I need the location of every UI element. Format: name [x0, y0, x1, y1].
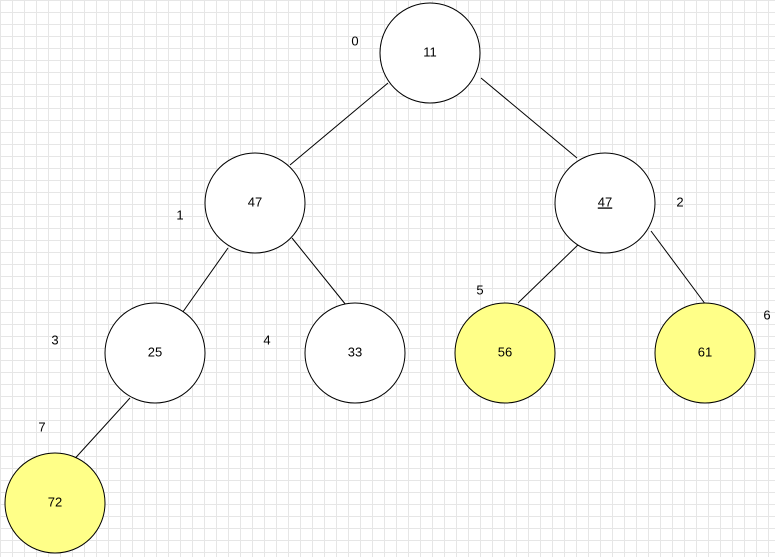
node-index-label: 0 — [351, 33, 358, 48]
node-index-label: 4 — [263, 332, 270, 347]
tree-node: 47 2 — [554, 152, 684, 254]
tree-node: 11 0 — [351, 2, 481, 104]
tree-node: 56 5 — [454, 282, 556, 404]
tree-node: 33 4 — [263, 302, 406, 404]
node-circle — [4, 452, 106, 554]
node-value: 72 — [48, 494, 62, 509]
tree-node: 47 1 — [176, 152, 306, 254]
node-index-label: 7 — [38, 419, 45, 434]
edge-2-6 — [650, 230, 707, 306]
node-index-label: 6 — [763, 307, 770, 322]
node-value: 11 — [423, 44, 437, 59]
node-circle — [304, 302, 406, 404]
node-value: 47 — [598, 194, 612, 209]
node-value: 47 — [248, 194, 262, 209]
node-circle — [454, 302, 556, 404]
edge-1-3 — [179, 247, 229, 317]
node-value: 61 — [698, 344, 712, 359]
edge-3-7 — [68, 397, 131, 466]
tree-node: 72 7 — [4, 419, 106, 554]
edge-0-1 — [289, 82, 389, 166]
node-circle — [204, 152, 306, 254]
node-index-label: 5 — [476, 282, 483, 297]
node-index-label: 1 — [176, 207, 183, 222]
node-circle — [379, 2, 481, 104]
tree-node: 61 6 — [654, 302, 771, 404]
node-index-label: 2 — [676, 194, 683, 209]
node-circle — [554, 152, 656, 254]
edge-1-4 — [291, 237, 347, 306]
edge-0-2 — [480, 77, 578, 159]
node-value: 33 — [348, 344, 362, 359]
node-value: 56 — [498, 344, 512, 359]
node-circle — [104, 302, 206, 404]
edge-2-5 — [517, 240, 583, 304]
node-index-label: 3 — [51, 332, 58, 347]
node-value: 25 — [148, 344, 162, 359]
node-circle — [654, 302, 756, 404]
tree-node: 25 3 — [51, 302, 206, 404]
